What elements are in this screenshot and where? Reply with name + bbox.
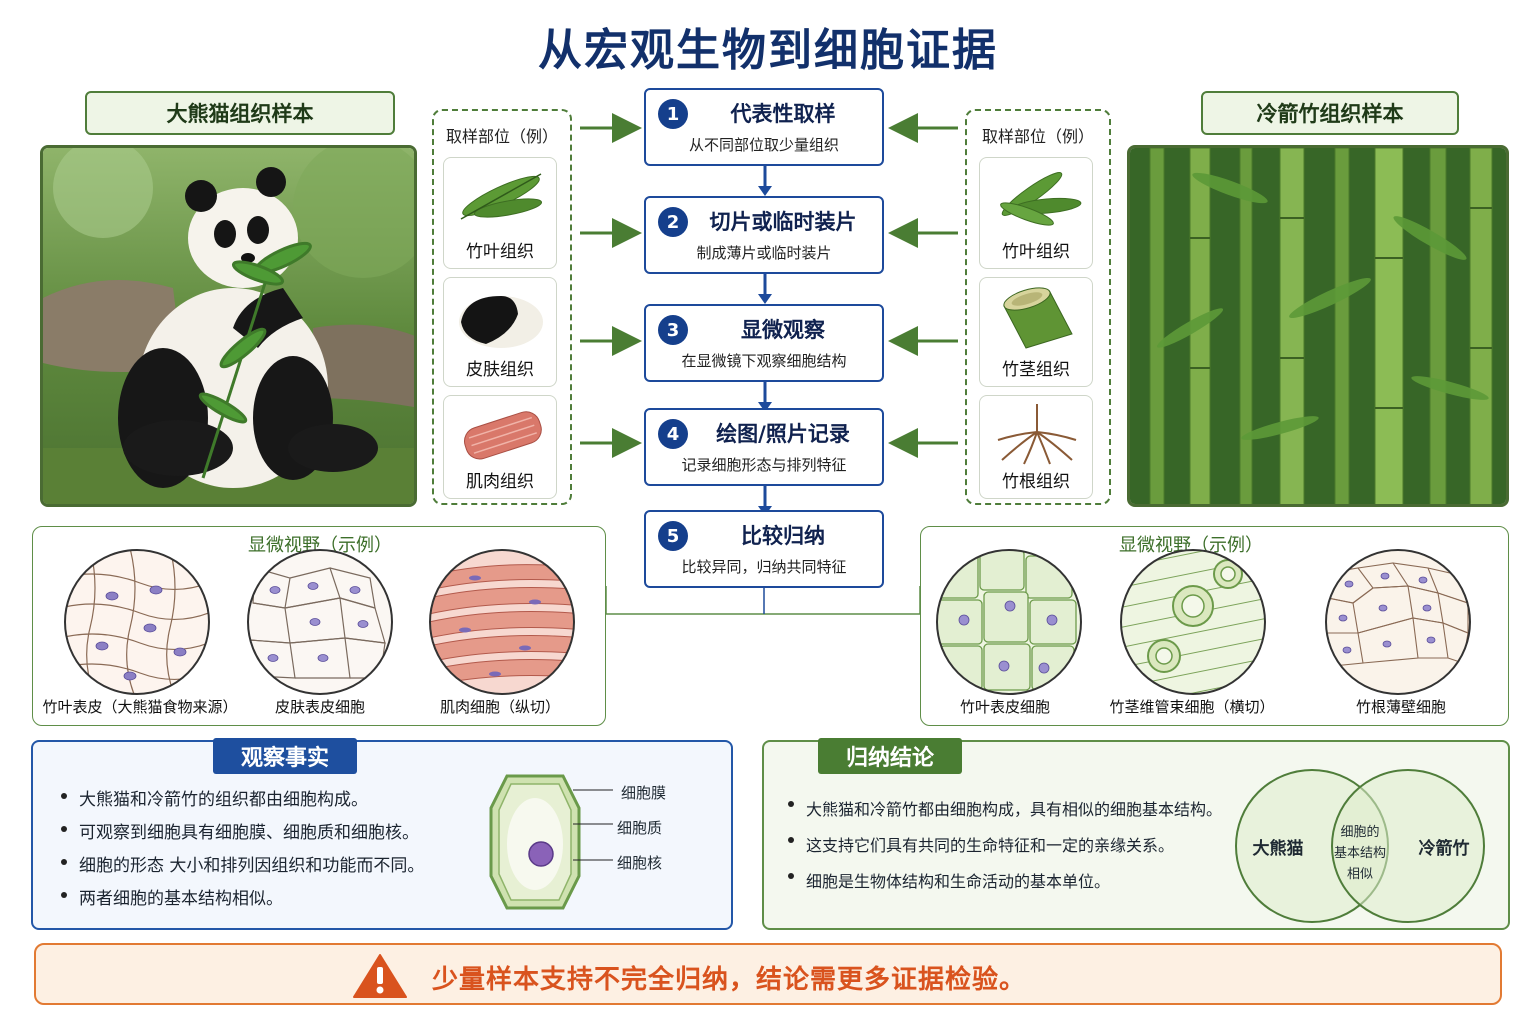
sample-card-bamboo-root: 竹根组织: [979, 395, 1093, 499]
micro-heading-left: 显微视野（示例）: [248, 535, 392, 556]
facts-item: 可观察到细胞具有细胞膜、细胞质和细胞核。: [55, 817, 495, 850]
panda-photo: [40, 145, 417, 507]
step-number: 4: [658, 419, 688, 449]
micro-bamboo-stem-vascular: [1120, 549, 1266, 695]
sample-card-bamboo-leaf-right: 竹叶组织: [979, 157, 1093, 269]
step-title: 显微观察: [741, 318, 825, 342]
muscle-icon: [464, 411, 542, 460]
sample-label: 竹根组织: [1002, 472, 1070, 492]
micro-label: 皮肤表皮细胞: [274, 698, 365, 716]
left-arrows: [580, 113, 642, 458]
sample-label: 皮肤组织: [466, 360, 534, 380]
conclusion-item: 这支持它们具有共同的生命特征和一定的亲缘关系。: [782, 828, 1252, 864]
step-title: 绘图/照片记录: [716, 422, 850, 446]
bamboo-photo: [1127, 145, 1509, 507]
bamboo-stem-icon: [1003, 287, 1073, 349]
bamboo-leaf-icon: [460, 173, 543, 220]
step-title: 切片或临时装片: [709, 210, 857, 234]
sample-column-left: 取样部位（例） 竹叶组织 皮肤组织 肌肉组织: [432, 109, 572, 505]
fur-skin-icon: [459, 296, 543, 348]
facts-box: 大熊猫和冷箭竹的组织都由细胞构成。 可观察到细胞具有细胞膜、细胞质和细胞核。 细…: [31, 740, 733, 930]
venn-overlap-line: 相似: [1346, 867, 1373, 882]
warning-text: 少量样本支持不完全归纳，结论需更多证据检验。: [432, 965, 1027, 995]
sample-heading-right: 取样部位（例）: [981, 127, 1094, 146]
step-number: 1: [658, 99, 688, 129]
micro-label: 竹叶表皮（大熊猫食物来源）: [42, 698, 238, 716]
micro-bamboo-leaf-epidermis: [936, 549, 1082, 695]
step-subtitle: 从不同部位取少量组织: [688, 136, 839, 154]
facts-item: 细胞的形态 大小和排列因组织和功能而不同。: [55, 850, 495, 883]
bamboo-root-icon: [997, 404, 1077, 465]
conclusion-item: 细胞是生物体结构和生命活动的基本单位。: [782, 864, 1252, 900]
facts-tag: 观察事实: [213, 738, 357, 774]
bamboo-illustration: [1130, 148, 1506, 504]
sample-heading-left: 取样部位（例）: [445, 127, 558, 146]
cell-nucleus-label: 细胞核: [617, 854, 663, 872]
sample-card-bamboo-stem: 竹茎组织: [979, 277, 1093, 387]
facts-item: 大熊猫和冷箭竹的组织都由细胞构成。: [55, 784, 495, 817]
sample-card-skin: 皮肤组织: [443, 277, 557, 387]
conclusion-box: 大熊猫和冷箭竹都由细胞构成，具有相似的细胞基本结构。 这支持它们具有共同的生命特…: [762, 740, 1510, 930]
step-title: 比较归纳: [741, 524, 825, 548]
step-3: 3 显微观察 在显微镜下观察细胞结构: [644, 304, 884, 382]
micro-label: 竹茎维管束细胞（横切）: [1109, 698, 1275, 716]
page-title: 从宏观生物到细胞证据: [538, 25, 998, 76]
venn-overlap-label: 细胞的 基本结构 相似: [1320, 822, 1400, 885]
plant-cell-diagram: [489, 774, 581, 910]
panda-sample-label: 大熊猫组织样本: [85, 91, 395, 135]
right-arrows: [888, 113, 958, 458]
step-subtitle: 制成薄片或临时装片: [696, 244, 832, 262]
step-number: 5: [658, 521, 688, 551]
warning-bar: 少量样本支持不完全归纳，结论需更多证据检验。: [34, 943, 1502, 1005]
micro-leaf-epidermis: [64, 549, 210, 695]
step-arrows: [758, 166, 772, 516]
micro-label: 竹叶表皮细胞: [959, 698, 1050, 716]
venn-right-label: 冷箭竹: [1418, 839, 1470, 859]
venn-overlap-line: 基本结构: [1333, 846, 1386, 861]
facts-list: 大熊猫和冷箭竹的组织都由细胞构成。 可观察到细胞具有细胞膜、细胞质和细胞核。 细…: [55, 784, 495, 916]
sample-label: 竹茎组织: [1002, 360, 1070, 380]
bamboo-sample-label: 冷箭竹组织样本: [1201, 91, 1459, 135]
panda-illustration: [43, 148, 414, 504]
micro-heading-right: 显微视野（示例）: [1119, 535, 1263, 556]
step5-connector: [605, 586, 921, 615]
step-5: 5 比较归纳 比较异同，归纳共同特征: [644, 510, 884, 588]
micro-label: 竹根薄壁细胞: [1355, 698, 1446, 716]
micro-skin-epidermis: [247, 549, 393, 695]
micro-label: 肌肉细胞（纵切）: [439, 698, 560, 716]
step-1: 1 代表性取样 从不同部位取少量组织: [644, 88, 884, 166]
micro-bamboo-root-parenchyma: [1325, 549, 1471, 695]
sample-card-muscle: 肌肉组织: [443, 395, 557, 499]
step-title: 代表性取样: [730, 102, 836, 126]
step-subtitle: 在显微镜下观察细胞结构: [681, 352, 847, 370]
facts-item: 两者细胞的基本结构相似。: [55, 883, 495, 916]
venn-diagram: [1235, 769, 1485, 923]
sample-label: 竹叶组织: [466, 242, 534, 262]
micro-muscle-cells: [429, 549, 575, 695]
venn-left-label: 大熊猫: [1252, 839, 1304, 859]
step-subtitle: 记录细胞形态与排列特征: [681, 456, 847, 474]
cell-membrane-label: 细胞膜: [621, 784, 667, 802]
venn-overlap-line: 细胞的: [1340, 825, 1380, 840]
conclusion-tag: 归纳结论: [818, 738, 962, 774]
sample-column-right: 取样部位（例） 竹叶组织 竹茎组织 竹根组织: [965, 109, 1111, 505]
conclusion-item: 大熊猫和冷箭竹都由细胞构成，具有相似的细胞基本结构。: [782, 792, 1252, 828]
step-subtitle: 比较异同，归纳共同特征: [681, 558, 847, 576]
warning-icon: [353, 954, 407, 998]
bamboo-leaf-icon: [1000, 172, 1082, 226]
sample-label: 肌肉组织: [466, 472, 534, 492]
step-number: 2: [658, 207, 688, 237]
sample-card-bamboo-leaf: 竹叶组织: [443, 157, 557, 269]
conclusion-list: 大熊猫和冷箭竹都由细胞构成，具有相似的细胞基本结构。 这支持它们具有共同的生命特…: [782, 792, 1252, 900]
step-2: 2 切片或临时装片 制成薄片或临时装片: [644, 196, 884, 274]
cell-label-leaders: [573, 789, 613, 861]
step-4: 4 绘图/照片记录 记录细胞形态与排列特征: [644, 408, 884, 486]
step-number: 3: [658, 315, 688, 345]
cell-cytoplasm-label: 细胞质: [617, 819, 663, 837]
sample-label: 竹叶组织: [1002, 242, 1070, 262]
